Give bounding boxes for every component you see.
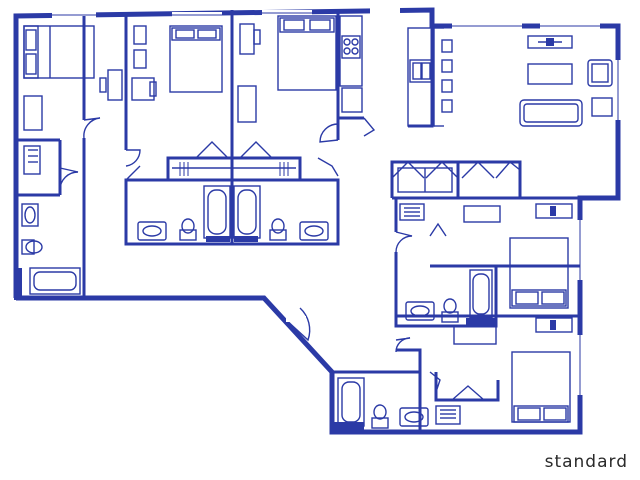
bedroom-1 [16, 16, 123, 298]
bedroom-3 [230, 10, 340, 150]
bathroom-2 [124, 178, 234, 246]
exterior-walls [13, 7, 621, 435]
bathroom-4 [394, 252, 498, 328]
bathroom-1 [16, 140, 81, 295]
windows [52, 7, 622, 395]
kitchen [338, 15, 453, 137]
bedroom-2 [124, 16, 223, 167]
bathroom-5 [332, 348, 461, 432]
bedroom-5 [395, 317, 573, 423]
closets-right [390, 160, 580, 200]
bedroom-4 [394, 198, 580, 318]
living-room [408, 26, 613, 128]
entry-door [283, 307, 311, 342]
bathroom-3 [230, 178, 340, 246]
closets-upper [125, 141, 339, 190]
plan-label: standard [544, 452, 628, 472]
